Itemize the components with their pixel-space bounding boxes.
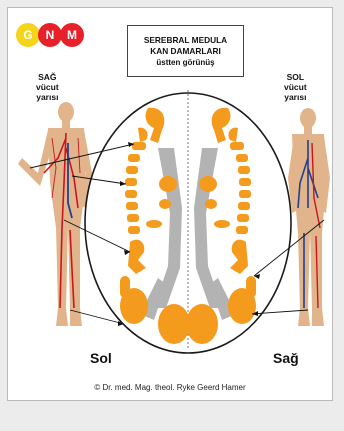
label-sag: Sağ bbox=[273, 350, 299, 366]
copyright-text: © Dr. med. Mag. theol. Ryke Geerd Hamer bbox=[8, 383, 332, 392]
label-sol: Sol bbox=[90, 350, 112, 366]
human-figure-right bbox=[288, 108, 330, 326]
diagram-frame: G N M SEREBRAL MEDULA KAN DAMARLARI üstt… bbox=[7, 7, 333, 401]
human-figure-left bbox=[18, 102, 92, 326]
medulla-diagram bbox=[8, 8, 332, 400]
